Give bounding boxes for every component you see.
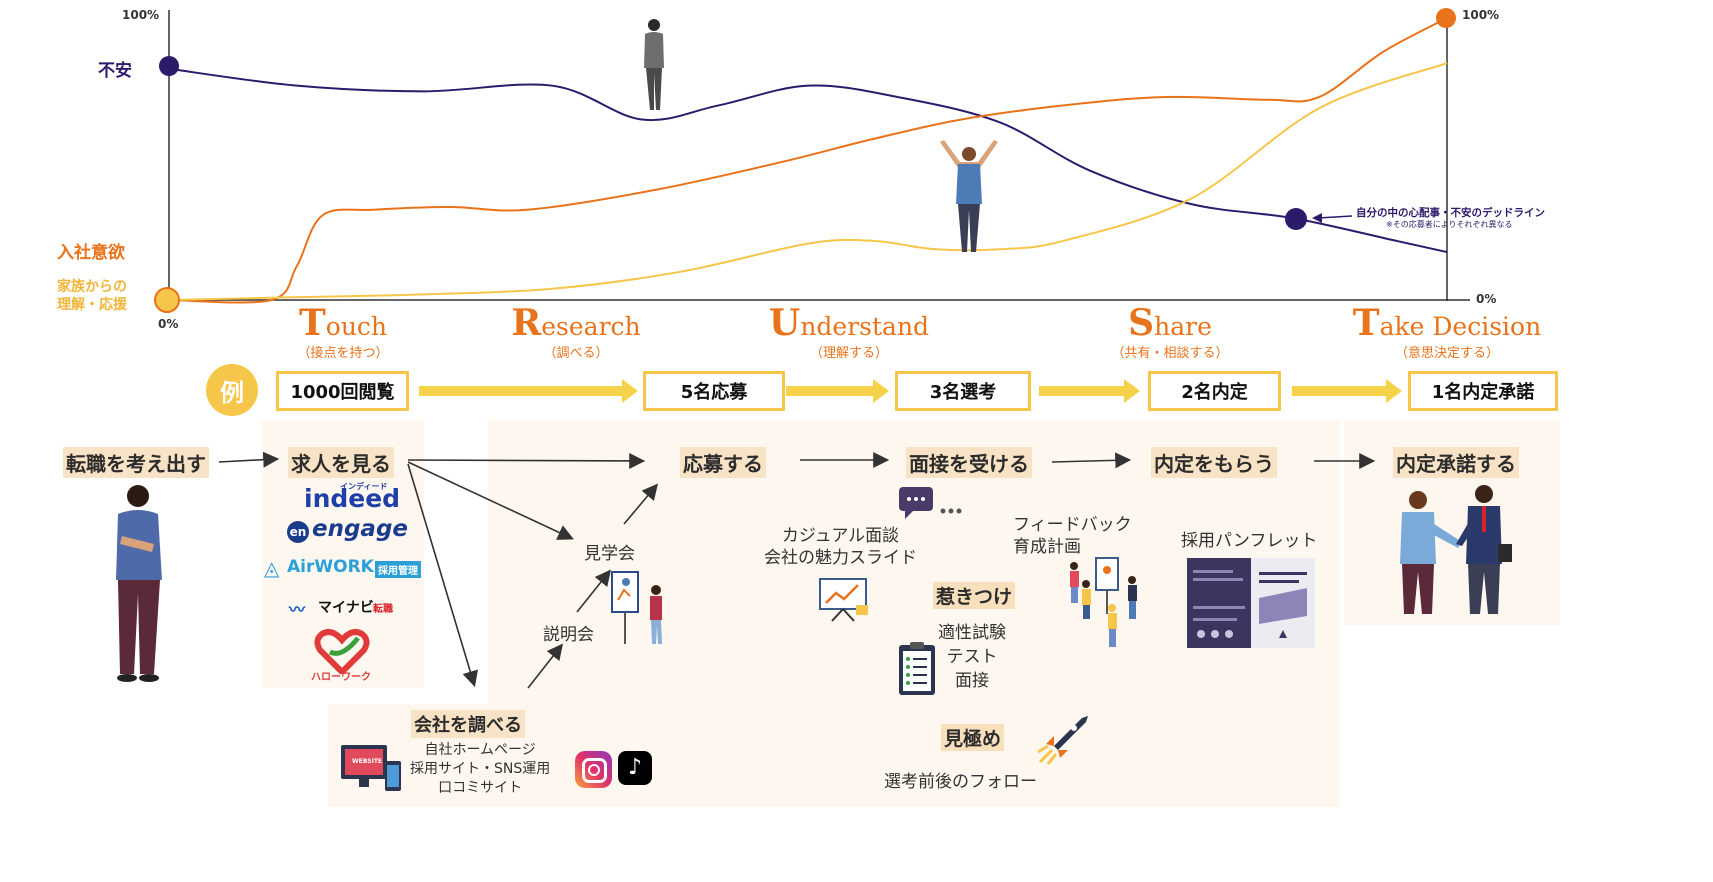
phase-title-initial: T [1352, 302, 1380, 344]
mynavi-badge: 転職 [373, 604, 393, 615]
motivation-start-marker [154, 287, 180, 313]
phase-heading-2: Research （調べる） [466, 305, 686, 361]
phase-title: Understand [739, 305, 959, 341]
engage-logo: engage [312, 516, 409, 542]
pamphlet-thumbnail [1187, 558, 1315, 648]
motivation-end-marker [1436, 8, 1456, 28]
phase-title: Share [1060, 305, 1280, 341]
research-items: 自社ホームページ 採用サイト・SNS運用 口コミサイト [410, 742, 551, 796]
right-bottom-pct: 0% [1476, 292, 1497, 306]
phase-heading-1: Touch （接点を持つ） [233, 305, 453, 361]
legend-family: 家族からの 理解・応援 [57, 279, 127, 313]
chat-bubble-icon [899, 487, 962, 519]
clipboard-test-icon [899, 642, 935, 695]
kpi-box-4: 2名内定 [1148, 371, 1281, 411]
phase-title-rest: nderstand [800, 312, 930, 341]
hellowork-logo: ハローワーク [311, 672, 371, 683]
tour-label: 見学会 [584, 544, 635, 564]
legend-anxiety: 不安 [98, 61, 132, 81]
phase-title-initial: S [1128, 302, 1155, 344]
assess-highlight: 見極め [941, 724, 1005, 751]
series-line-1 [168, 67, 1448, 254]
phase-subtitle: （理解する） [809, 346, 888, 361]
step-research: 会社を調べる [411, 710, 525, 738]
kpi-box-3: 3名選考 [895, 371, 1031, 411]
casual-interview-text: カジュアル面談 会社の魅力スライド [764, 526, 917, 568]
phase-subtitle: （調べる） [543, 346, 609, 361]
series-line-2 [168, 17, 1448, 304]
website-badge: WEBSITE [352, 758, 383, 765]
tiktok-icon: ♪ [618, 751, 652, 785]
follow-text: 選考前後のフォロー [884, 772, 1037, 792]
rocket-icon [1037, 716, 1088, 765]
mynavi-icon: 〰 [289, 600, 306, 619]
right-top-pct: 100% [1462, 8, 1500, 22]
cheering-person-illustration [940, 140, 998, 252]
phase-title: Research [466, 305, 686, 341]
phase-title: Take Decision [1337, 305, 1557, 341]
step-think: 転職を考え出す [63, 447, 209, 478]
phase-title-rest: esearch [541, 312, 641, 341]
left-bottom-pct: 0% [158, 317, 179, 331]
phase-title: Touch [233, 305, 453, 341]
walking-person-illustration [644, 19, 664, 110]
kpi-box-1: 1000回閲覧 [276, 371, 409, 411]
briefing-label: 説明会 [543, 625, 594, 645]
example-badge-label: 例 [220, 378, 244, 407]
kpi-box-2: 5名応募 [643, 371, 785, 411]
phase-title-initial: U [768, 302, 801, 344]
phase-subtitle: （意思決定する） [1394, 346, 1499, 361]
hellowork-icon [314, 629, 370, 674]
series-line-3 [168, 62, 1448, 301]
handshake-illustration [1400, 485, 1512, 614]
step-offer: 内定をもらう [1151, 447, 1277, 478]
pamphlet-label: 採用パンフレット [1181, 531, 1318, 551]
feedback-text: フィードバック 育成計画 [1013, 515, 1132, 557]
phase-title-initial: R [511, 302, 542, 344]
kpi-box-5: 1名内定承諾 [1408, 371, 1558, 411]
phase-title-rest: hare [1154, 312, 1212, 341]
phase-title-initial: T [298, 302, 326, 344]
step-interview: 面接を受ける [906, 447, 1032, 478]
legend-motivation: 入社意欲 [57, 243, 125, 263]
presentation-illustration [611, 571, 662, 644]
deadline-arrow-head [1312, 213, 1322, 223]
anxiety-start-marker [159, 56, 179, 76]
step-apply: 応募する [680, 447, 766, 478]
airwork-icon: ◬ [264, 556, 280, 580]
website-devices-icon [341, 745, 401, 791]
team-meeting-illustration [1070, 557, 1137, 647]
example-badge: 例 [206, 364, 258, 416]
phase-subtitle: （共有・相談する） [1111, 346, 1229, 361]
phase-title-rest: ouch [325, 312, 388, 341]
deadline-arrow [1317, 215, 1353, 219]
tests-text: 適性試験 テスト 面接 [938, 623, 1006, 691]
mynavi-logo: マイナビ [318, 600, 374, 616]
thinking-person-illustration [116, 485, 162, 682]
step-accept: 内定承諾する [1393, 447, 1519, 478]
deadline-marker [1285, 208, 1307, 230]
engage-badge: en [287, 521, 309, 543]
airwork-badge: 採用管理 [375, 561, 421, 578]
attract-highlight: 惹きつけ [933, 582, 1016, 609]
indeed-logo: indeed [304, 484, 401, 513]
kpi-arrows [419, 379, 1402, 403]
left-top-pct: 100% [122, 8, 160, 22]
step-view: 求人を見る [288, 447, 394, 478]
instagram-icon [575, 751, 612, 788]
slide-presentation-icon [819, 578, 868, 622]
phase-heading-4: Share （共有・相談する） [1060, 305, 1280, 361]
deadline-note: ※その応募者によりそれぞれ異なる [1386, 220, 1513, 229]
emotion-line-chart [154, 8, 1470, 313]
indeed-small-label: インディード [340, 482, 388, 491]
phase-heading-5: Take Decision （意思決定する） [1337, 305, 1557, 361]
phase-subtitle: （接点を持つ） [297, 346, 389, 361]
phase-heading-3: Understand （理解する） [739, 305, 959, 361]
phase-title-rest: ake Decision [1379, 312, 1542, 341]
airwork-logo: AirWORK [287, 557, 374, 577]
deadline-label: 自分の中の心配事・不安のデッドライン [1356, 207, 1545, 219]
